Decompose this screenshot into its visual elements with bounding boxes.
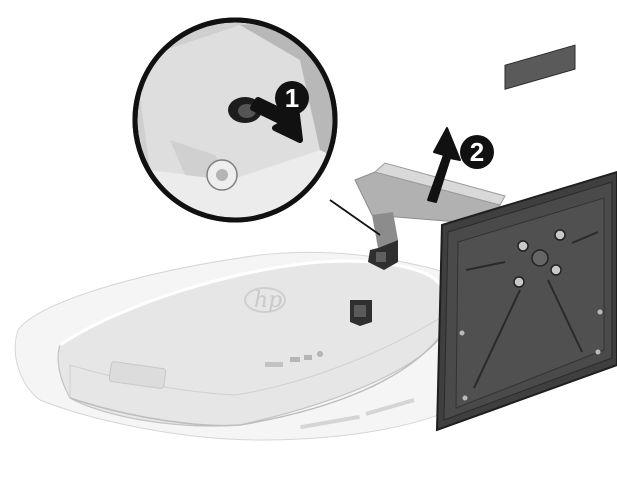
step-1-number: 1: [285, 83, 299, 113]
step-2-number: 2: [470, 137, 484, 167]
vesa-mounting-plate: [437, 45, 617, 430]
computer-body: hp: [15, 252, 482, 440]
callout-magnifier: [135, 20, 340, 230]
step-2-badge: 2: [460, 135, 494, 169]
step-1-badge: 1: [275, 81, 309, 115]
stand-bracket: [350, 300, 372, 326]
hp-logo-text: hp: [254, 288, 282, 313]
